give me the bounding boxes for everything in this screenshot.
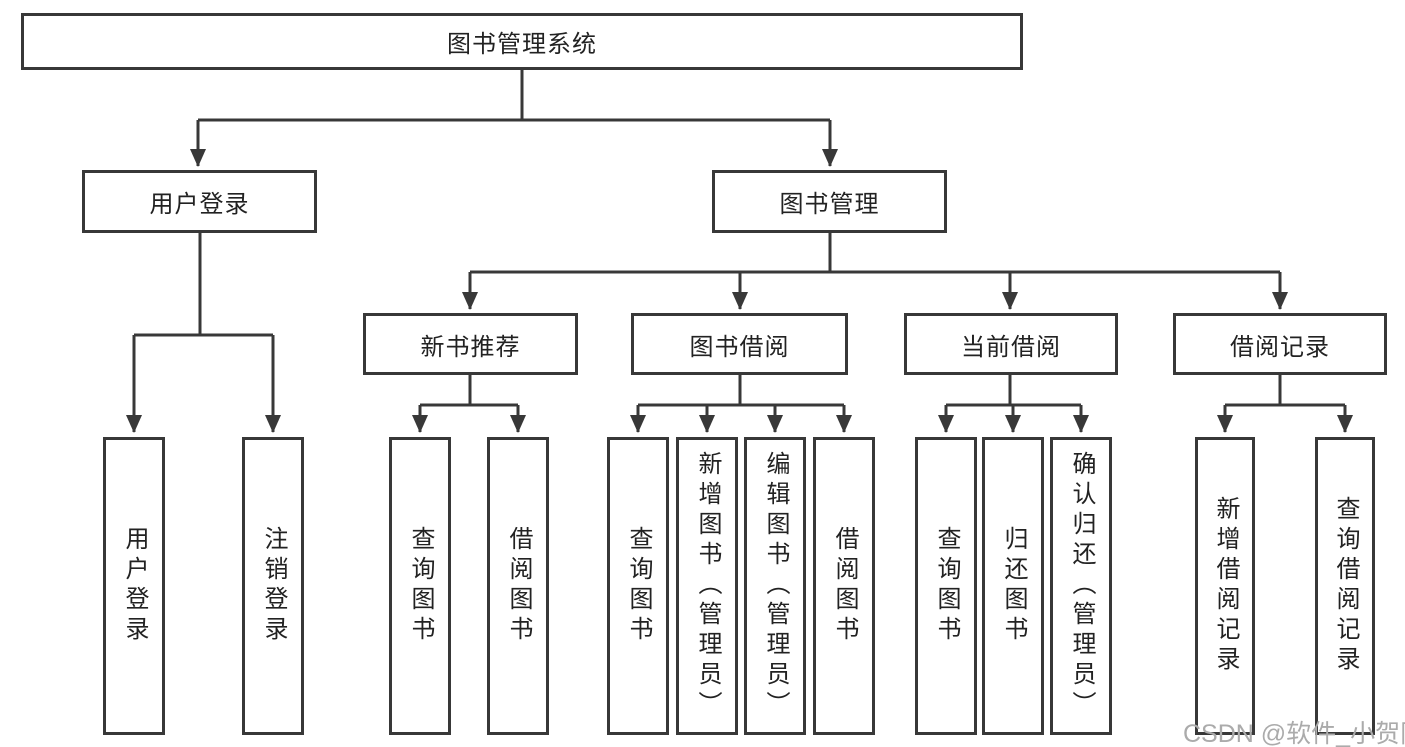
leaf-query-borrow-record: 查询借阅记录 <box>1315 437 1375 735</box>
node-borrowing-records: 借阅记录 <box>1173 313 1387 375</box>
leaf-borrow-books-recommend: 借阅图书 <box>487 437 549 735</box>
leaf-query-borrow-record-label: 查询借阅记录 <box>1332 496 1359 676</box>
leaf-borrow-books-recommend-label: 借阅图书 <box>505 526 532 646</box>
leaf-logout: 注销登录 <box>242 437 304 735</box>
leaf-query-books-current-label: 查询图书 <box>933 526 960 646</box>
leaf-confirm-return-admin: 确认归还（管理员） <box>1050 437 1112 735</box>
leaf-query-books-recommend: 查询图书 <box>389 437 451 735</box>
leaf-add-borrow-record-label: 新增借阅记录 <box>1212 496 1239 676</box>
node-book-borrowing: 图书借阅 <box>631 313 848 375</box>
leaf-add-books-admin: 新增图书（管理员） <box>676 437 738 735</box>
leaf-query-books-recommend-label: 查询图书 <box>407 526 434 646</box>
leaf-user-login: 用户登录 <box>103 437 165 735</box>
leaf-edit-books-admin-label: 编辑图书（管理员） <box>762 451 789 721</box>
leaf-query-books-current: 查询图书 <box>915 437 977 735</box>
leaf-add-books-admin-label: 新增图书（管理员） <box>694 451 721 721</box>
leaf-query-books-borrowing-label: 查询图书 <box>625 526 652 646</box>
node-user-login: 用户登录 <box>82 170 317 233</box>
leaf-edit-books-admin: 编辑图书（管理员） <box>744 437 806 735</box>
node-book-management: 图书管理 <box>712 170 947 233</box>
leaf-borrow-books-label: 借阅图书 <box>831 526 858 646</box>
leaf-logout-label: 注销登录 <box>260 526 287 646</box>
leaf-return-books-label: 归还图书 <box>1000 526 1027 646</box>
node-current-borrowing: 当前借阅 <box>904 313 1118 375</box>
watermark: CSDN @软件_小贺同学 <box>1183 720 1405 747</box>
leaf-user-login-label: 用户登录 <box>121 526 148 646</box>
leaf-return-books: 归还图书 <box>982 437 1044 735</box>
leaf-add-borrow-record: 新增借阅记录 <box>1195 437 1255 735</box>
node-library-management-system: 图书管理系统 <box>21 13 1023 70</box>
leaf-confirm-return-admin-label: 确认归还（管理员） <box>1068 451 1095 721</box>
leaf-query-books-borrowing: 查询图书 <box>607 437 669 735</box>
leaf-borrow-books: 借阅图书 <box>813 437 875 735</box>
node-new-book-recommend: 新书推荐 <box>363 313 578 375</box>
